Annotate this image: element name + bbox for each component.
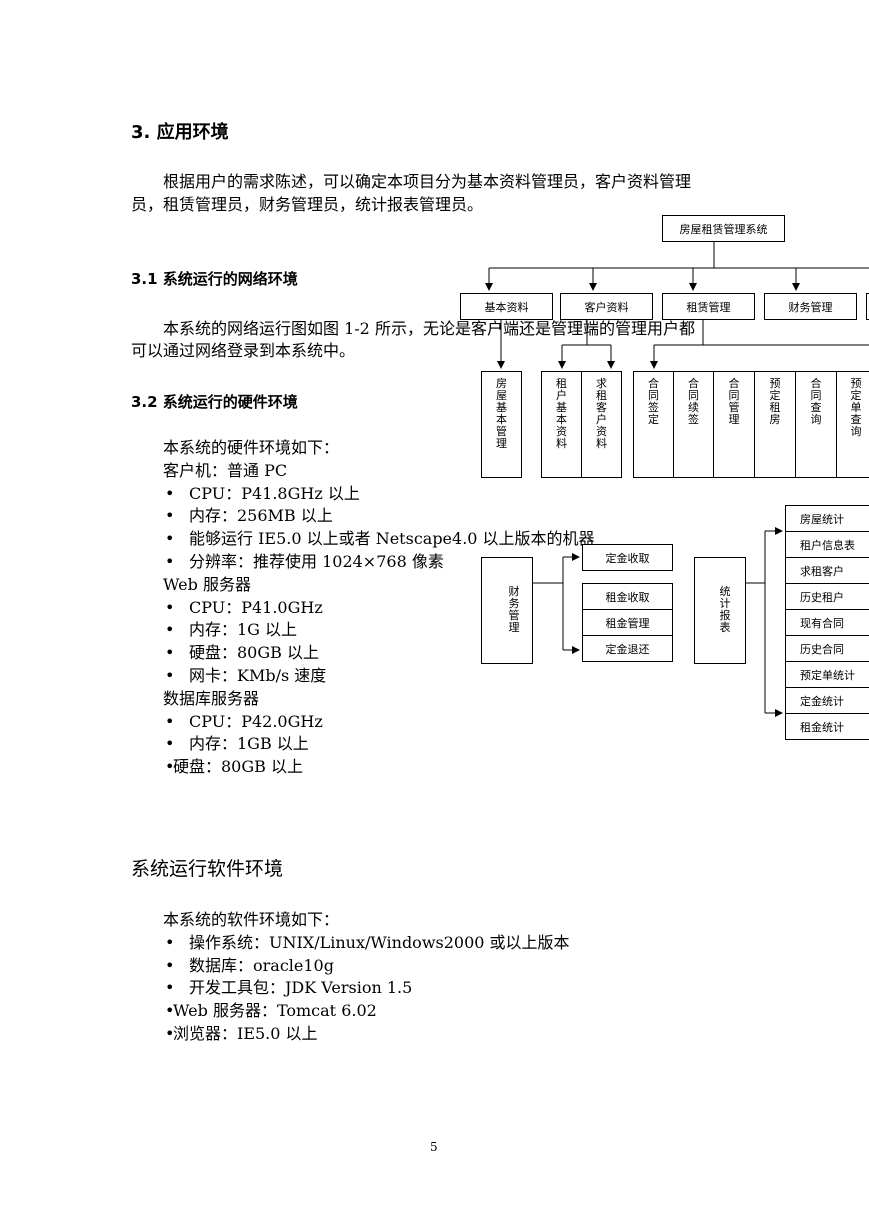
hardware-line: CPU：P42.0GHz [163, 711, 595, 734]
diagram-finance-item: 租金管理 [582, 609, 673, 636]
hardware-line: 内存：1G 以上 [163, 619, 595, 642]
diagram-finance-item: 定金退还 [582, 635, 673, 662]
section-3-3-title: 系统运行软件环境 [131, 858, 284, 880]
software-line: 操作系统：UNIX/Linux/Windows2000 或以上版本 [163, 932, 570, 955]
section-3-2-title: 3.2 系统运行的硬件环境 [131, 393, 298, 411]
diagram-node-lease: 租赁管理 [662, 293, 755, 320]
diagram-stats-item: 历史租户 [785, 583, 869, 610]
hardware-line: 网卡：KMb/s 速度 [163, 665, 595, 688]
diagram-stats-item: 房屋统计 [785, 505, 869, 532]
section-3-1-line2: 可以通过网络登录到本系统中。 [131, 341, 356, 360]
diagram-stats-item: 预定单统计 [785, 661, 869, 688]
hardware-line: CPU：P41.0GHz [163, 597, 595, 620]
vertical-label: 预定单查询 [850, 377, 862, 438]
diagram-node-customer: 客户资料 [560, 293, 653, 320]
hardware-line: 内存：1GB 以上 [163, 733, 595, 756]
diagram-leaf-reserve-rent: 预定租房 [754, 371, 796, 478]
section-3-1-line1: 本系统的网络运行图如图 1-2 所示，无论是客户端还是管理端的管理用户都 [163, 319, 695, 338]
diagram-leaf-tenant-info: 租户基本资料 [541, 371, 582, 478]
diagram-leaf-seeking-customer: 求租客户资料 [581, 371, 622, 478]
diagram-root-node: 房屋租赁管理系统 [662, 215, 785, 242]
diagram-stats-item: 租户信息表 [785, 531, 869, 558]
diagram-stats-item: 现有合同 [785, 609, 869, 636]
diagram-leaf-contract-renew: 合同续签 [673, 371, 714, 478]
diagram-leaf-contract-query: 合同查询 [795, 371, 837, 478]
software-list: 本系统的软件环境如下： 操作系统：UNIX/Linux/Windows2000 … [163, 909, 570, 1046]
section-3-title: 3. 应用环境 [131, 122, 229, 143]
diagram-leaf-contract-sign: 合同签定 [633, 371, 674, 478]
vertical-label: 预定租房 [769, 377, 781, 426]
vertical-label: 房屋基本管理 [496, 377, 507, 450]
page-number: 5 [430, 1140, 438, 1154]
diagram-leaf-contract-manage: 合同管理 [713, 371, 755, 478]
hardware-line: 硬盘：80GB 以上 [163, 756, 595, 779]
diagram-stats-item: 租金统计 [785, 713, 869, 740]
vertical-label: 统计报表 [719, 585, 731, 634]
vertical-label: 租户基本资料 [556, 377, 567, 450]
diagram-node-cutoff [866, 293, 869, 320]
hardware-line: 能够运行 IE5.0 以上或者 Netscape4.0 以上版本的机器 [163, 528, 595, 551]
hardware-list: 本系统的硬件环境如下： 客户机：普通 PC CPU：P41.8GHz 以上 内存… [163, 437, 595, 779]
diagram-finance-item: 定金收取 [582, 544, 673, 571]
vertical-label: 合同管理 [728, 377, 740, 426]
vertical-label: 财务管理 [508, 585, 520, 634]
diagram-stats-item: 历史合同 [785, 635, 869, 662]
vertical-label: 合同续签 [688, 377, 699, 426]
software-line: 本系统的软件环境如下： [163, 910, 340, 929]
software-line: 开发工具包：JDK Version 1.5 [163, 977, 570, 1000]
diagram-stats-item: 定金统计 [785, 687, 869, 714]
hardware-line: 硬盘：80GB 以上 [163, 642, 595, 665]
diagram-finance-manage-box: 财务管理 [481, 557, 533, 664]
hardware-line: CPU：P41.8GHz 以上 [163, 483, 595, 506]
hardware-line: 客户机：普通 PC [163, 460, 288, 480]
vertical-label: 合同签定 [648, 377, 659, 426]
section-3-intro-line1: 根据用户的需求陈述，可以确定本项目分为基本资料管理员，客户资料管理 [163, 172, 692, 191]
hardware-line: 内存：256MB 以上 [163, 505, 595, 528]
hardware-line: Web 服务器 [163, 574, 251, 594]
software-line: 浏览器：IE5.0 以上 [163, 1023, 570, 1046]
hardware-line: 数据库服务器 [163, 688, 260, 708]
software-line: 数据库：oracle10g [163, 955, 570, 978]
section-3-1-title: 3.1 系统运行的网络环境 [131, 270, 298, 288]
hardware-line: 分辨率：推荐使用 1024×768 像素 [163, 551, 595, 574]
hardware-line: 本系统的硬件环境如下： [163, 438, 340, 457]
vertical-label: 合同查询 [810, 377, 822, 426]
diagram-stats-item: 求租客户 [785, 557, 869, 584]
diagram-leaf-house-basic: 房屋基本管理 [481, 371, 522, 478]
diagram-stats-box: 统计报表 [694, 557, 746, 664]
section-3-intro-line2: 员，租赁管理员，财务管理员，统计报表管理员。 [131, 195, 484, 214]
vertical-label: 求租客户资料 [596, 377, 607, 450]
diagram-node-finance: 财务管理 [764, 293, 857, 320]
diagram-node-basic: 基本资料 [460, 293, 553, 320]
diagram-finance-item: 租金收取 [582, 583, 673, 610]
software-line: Web 服务器：Tomcat 6.02 [163, 1000, 570, 1023]
diagram-leaf-reservation-query: 预定单查询 [836, 371, 869, 478]
